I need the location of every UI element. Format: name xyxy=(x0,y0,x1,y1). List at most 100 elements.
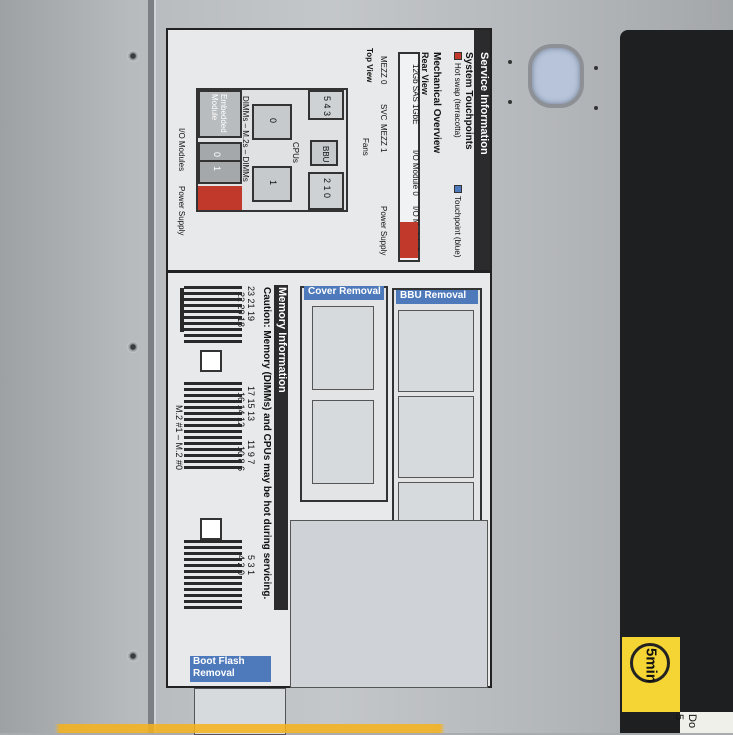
embedded-module-block xyxy=(198,90,242,138)
dimm-slot xyxy=(184,564,242,567)
screw xyxy=(127,650,139,662)
dimm-slot xyxy=(184,328,242,331)
dimms-m2-label: DIMMs – M.2s – DIMMs xyxy=(241,96,250,182)
io-module-1-block xyxy=(198,160,242,184)
dimm-slot xyxy=(184,606,242,609)
dimm-slot xyxy=(184,310,242,313)
hot-swap-swatch xyxy=(454,52,462,60)
chassis-rail xyxy=(148,0,154,733)
dimm-slot xyxy=(184,418,242,421)
chassis-rail-highlight xyxy=(154,0,156,733)
io-0-label: 0 xyxy=(212,152,222,158)
orange-sticker-edge xyxy=(0,724,733,733)
cover-removal-step-2 xyxy=(312,400,374,484)
touchpoint-legend: Touchpoint (blue) xyxy=(453,196,462,258)
edge-sticker-line2: 5 xyxy=(673,714,685,721)
cover-removal-step-1 xyxy=(312,306,374,390)
dimm-slot xyxy=(184,594,242,597)
dimm-slot xyxy=(184,298,242,301)
cpus-label: CPUs xyxy=(291,142,300,163)
release-latch[interactable] xyxy=(528,44,584,108)
dimm-slot xyxy=(184,600,242,603)
hot-surface-warning-sticker: 5min xyxy=(622,637,680,712)
rear-view-title: Rear View xyxy=(420,52,430,95)
mechanical-overview-title: Mechanical Overview xyxy=(431,52,442,154)
io-modules-label: I/O Modules xyxy=(177,128,186,172)
fan-bank-left xyxy=(308,90,344,120)
io-1-label: 1 xyxy=(212,166,222,172)
bbu-label: BBU xyxy=(321,146,330,163)
touchpoint-swatch xyxy=(454,185,462,193)
fans-label: Fans xyxy=(361,138,370,156)
screw xyxy=(127,341,139,353)
mezz0-label: MEZZ 0 xyxy=(379,56,388,85)
chip-icon xyxy=(200,350,222,372)
timer-icon xyxy=(630,643,670,683)
dimm-slot xyxy=(184,286,242,289)
service-header-bar xyxy=(474,30,490,270)
power-supply-top-hotswap xyxy=(198,186,242,210)
dimm-row-c: 17 15 13 xyxy=(246,386,256,422)
caution-text: Caution: Memory (DIMMs) and CPUs may be … xyxy=(261,287,272,600)
fan-numbers-left: 5 4 3 xyxy=(322,96,332,117)
embedded-module-label: Embedded Module xyxy=(210,94,228,133)
warning-sticker-text: 5min xyxy=(642,647,660,683)
dimm-row-g: 5 3 1 xyxy=(246,555,256,576)
rivet xyxy=(508,60,512,64)
cpu-1-socket xyxy=(252,166,292,202)
dimm-slot xyxy=(184,388,242,391)
dimm-slot xyxy=(184,412,242,415)
top-view-title: Top View xyxy=(365,48,374,83)
dimm-slot xyxy=(184,460,242,463)
mezz1-label: MEZZ 1 xyxy=(379,124,388,153)
motherboard-illustration xyxy=(290,520,488,688)
dimm-slot xyxy=(184,400,242,403)
cover-removal-tab: Cover Removal xyxy=(304,286,384,300)
dimm-slot xyxy=(184,292,242,295)
power-supply-label: Power Supply xyxy=(379,206,388,256)
dimm-slot xyxy=(184,406,242,409)
rivet xyxy=(508,100,512,104)
front-bezel xyxy=(620,30,733,733)
bbu-removal-step-2 xyxy=(398,396,474,478)
fan-bank-right xyxy=(308,172,344,210)
dimm-row-a: 23 21 19 xyxy=(246,286,256,322)
cpu-1-label: 1 xyxy=(268,180,278,186)
dimm-slot xyxy=(184,382,242,385)
gbe-label: 1GbE xyxy=(411,104,420,125)
dimm-slot xyxy=(184,316,242,319)
bbu-removal-tab: BBU Removal xyxy=(396,290,478,304)
touchpoints-title: System Touchpoints xyxy=(463,52,474,150)
fan-numbers-right: 2 1 0 xyxy=(322,178,332,199)
memory-title: Memory Information xyxy=(276,287,288,393)
cpu-0-label: 0 xyxy=(268,118,278,124)
rivet xyxy=(594,66,598,70)
bbu-removal-step-1 xyxy=(398,310,474,392)
dimm-slot xyxy=(184,424,242,427)
dimm-row-e: 11 9 7 xyxy=(246,440,256,465)
dimm-row-d: 16 14 12 xyxy=(236,392,246,428)
dimm-slot xyxy=(184,430,242,433)
dimm-slot xyxy=(184,436,242,439)
dimm-slot xyxy=(184,588,242,591)
memory-header-bar xyxy=(274,285,288,610)
rear-view-diagram xyxy=(398,52,420,262)
hot-swap-legend: Hot swap (terracotta) xyxy=(453,63,462,138)
dimm-slot xyxy=(184,304,242,307)
dimm-slot xyxy=(184,576,242,579)
dimm-slot xyxy=(184,448,242,451)
svc-label: SVC xyxy=(379,104,388,121)
sas-label: 12Gb SAS xyxy=(411,64,420,102)
dimm-slot xyxy=(184,454,242,457)
dimm-slot xyxy=(184,540,242,543)
power-supply-bottom-label: Power Supply xyxy=(177,186,186,236)
service-title: Service Information xyxy=(478,52,490,155)
io-module-0-label: I/O Module 0 xyxy=(411,150,420,196)
dimm-slot xyxy=(184,442,242,445)
m2-label: M.2 #1 – M.2 #0 xyxy=(174,405,184,471)
power-supply-rear-hotswap xyxy=(400,222,418,258)
rivet xyxy=(594,106,598,110)
cpu-0-socket xyxy=(252,104,292,140)
dimm-slot xyxy=(184,582,242,585)
dimm-slot xyxy=(184,558,242,561)
